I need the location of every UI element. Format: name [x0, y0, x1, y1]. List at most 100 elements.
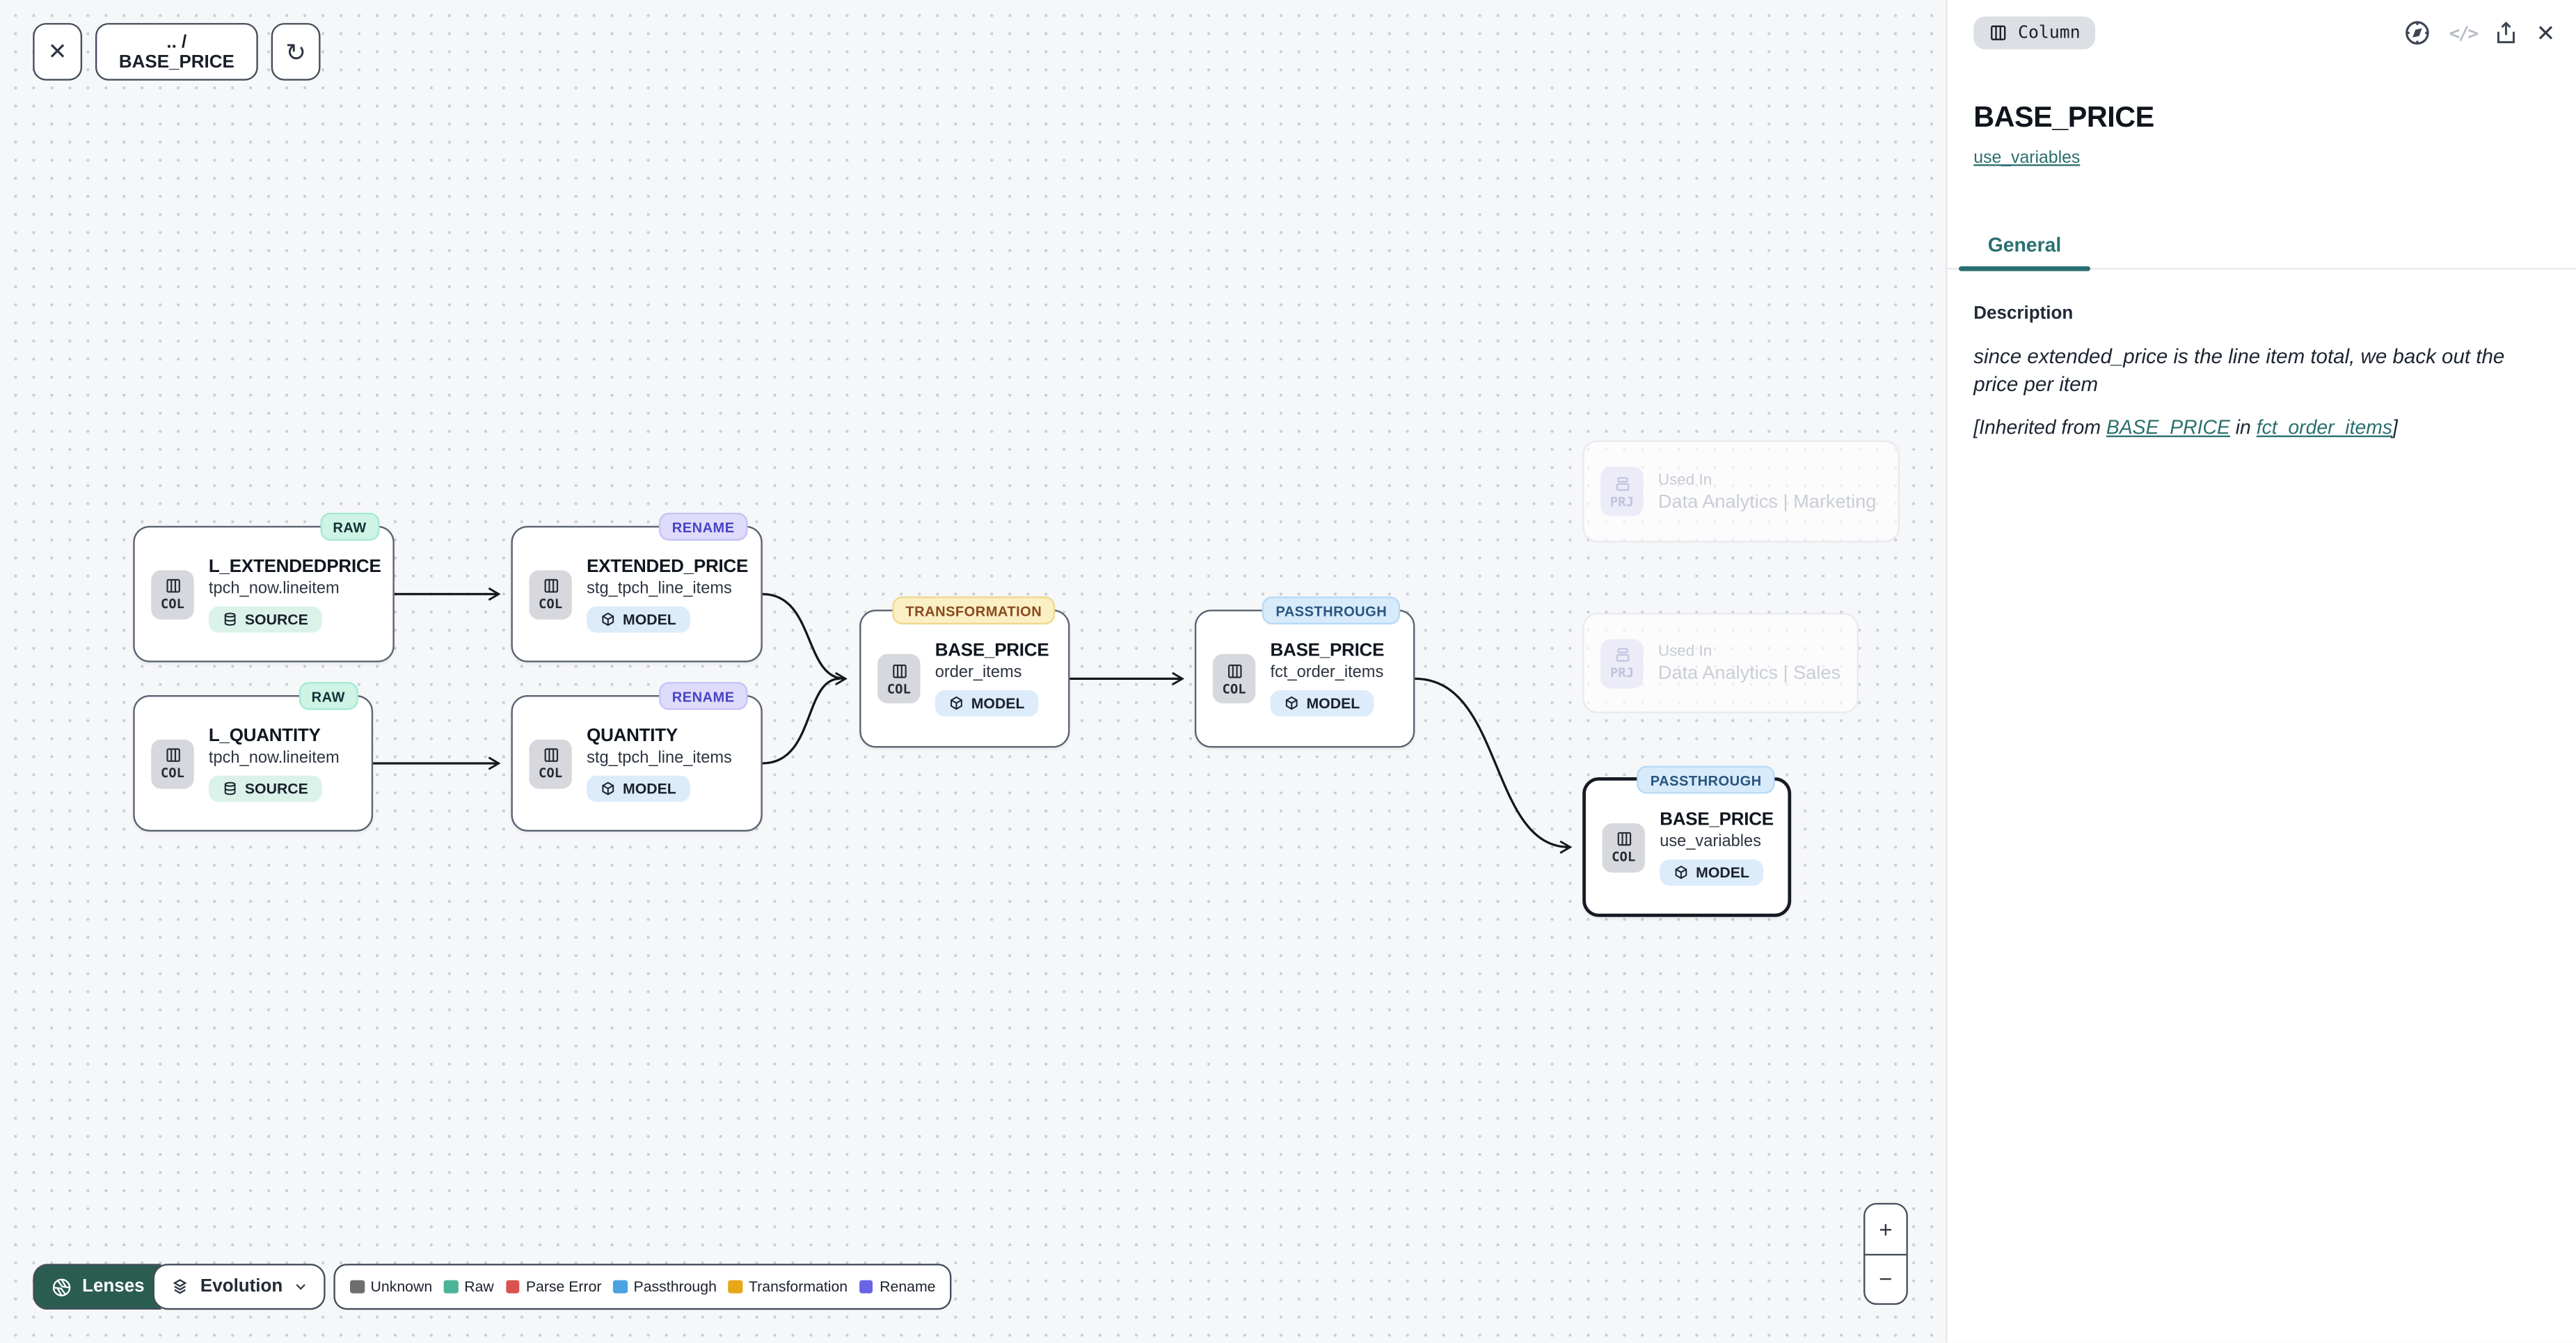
- legend-item-raw: Raw: [443, 1278, 494, 1295]
- description-inherited: [Inherited from BASE_PRICE in fct_order_…: [1973, 415, 2398, 439]
- zoom-out-button[interactable]: −: [1865, 1253, 1907, 1303]
- close-icon: ✕: [47, 38, 67, 65]
- node-title: QUANTITY: [587, 725, 678, 745]
- node-kind-tag: MODEL: [1270, 690, 1374, 717]
- ghost-node-used-in-marketing[interactable]: PRJ Used In Data Analytics | Marketing: [1582, 440, 1900, 543]
- aperture-icon: [52, 1278, 71, 1296]
- column-icon: [1227, 663, 1241, 678]
- node-subtitle: fct_order_items: [1270, 664, 1384, 683]
- legend-item-rename: Rename: [859, 1278, 936, 1295]
- project-chip: PRJ: [1600, 466, 1644, 516]
- column-icon: [1616, 832, 1631, 846]
- database-icon: [224, 612, 236, 626]
- legend-item-passthrough: Passthrough: [613, 1278, 717, 1295]
- ghost-node-label: Used In: [1657, 470, 1712, 489]
- lineage-node-l-quantity[interactable]: RAW COL L_QUANTITY tpch_now.lineitem SOU…: [133, 682, 374, 832]
- zoom-in-button[interactable]: +: [1865, 1205, 1907, 1253]
- column-chip: COL: [877, 653, 921, 704]
- project-chip: PRJ: [1600, 638, 1644, 688]
- ghost-node-name: Data Analytics | Marketing: [1657, 492, 1877, 512]
- column-icon: [892, 663, 906, 678]
- node-title: L_QUANTITY: [208, 725, 321, 745]
- share-icon: [2497, 21, 2515, 44]
- compass-icon: [2406, 21, 2430, 45]
- lineage-node-extended-price[interactable]: RENAME COL EXTENDED_PRICE stg_tpch_line_…: [511, 512, 763, 662]
- cube-icon: [951, 696, 962, 710]
- lineage-node-base-price-order-items[interactable]: TRANSFORMATION COL BASE_PRICE order_item…: [859, 596, 1070, 748]
- lenses-button[interactable]: Lenses: [33, 1264, 161, 1310]
- column-chip: COL: [151, 569, 194, 619]
- column-icon: [166, 748, 180, 762]
- evolution-badge: TRANSFORMATION: [892, 596, 1056, 625]
- close-icon: ✕: [2536, 19, 2556, 45]
- breadcrumb[interactable]: .. / BASE_PRICE: [95, 23, 258, 81]
- legend-swatch: [443, 1280, 458, 1294]
- evolution-badge: RENAME: [658, 682, 748, 710]
- lineage-canvas[interactable]: ✕ .. / BASE_PRICE ↻ PRJ Used In Data Ana…: [0, 0, 1946, 1343]
- ghost-node-used-in-sales[interactable]: PRJ Used In Data Analytics | Sales: [1582, 612, 1859, 713]
- close-lineage-button[interactable]: ✕: [33, 23, 83, 81]
- node-subtitle: tpch_now.lineitem: [208, 748, 340, 767]
- node-subtitle: tpch_now.lineitem: [208, 579, 340, 598]
- legend-item-parse-error: Parse Error: [505, 1278, 601, 1295]
- node-title: EXTENDED_PRICE: [587, 556, 749, 576]
- chevron-down-icon: [296, 1284, 305, 1290]
- column-icon: [543, 579, 557, 593]
- node-subtitle: use_variables: [1660, 832, 1761, 851]
- lenses-control: Lenses Evolution: [33, 1264, 326, 1310]
- page-title: BASE_PRICE: [1973, 100, 2154, 134]
- description-heading: Description: [1973, 303, 2074, 324]
- minus-icon: −: [1879, 1266, 1893, 1292]
- cube-icon: [602, 781, 614, 795]
- lineage-node-l-extendedprice[interactable]: RAW COL L_EXTENDEDPRICE tpch_now.lineite…: [133, 512, 395, 662]
- close-panel-button[interactable]: ✕: [2536, 19, 2556, 47]
- share-button[interactable]: [2493, 19, 2520, 46]
- node-kind-tag: MODEL: [587, 605, 690, 633]
- lineage-node-base-price-fct-order-items[interactable]: PASSTHROUGH COL BASE_PRICE fct_order_ite…: [1194, 596, 1415, 748]
- explore-button[interactable]: [2403, 18, 2433, 48]
- cube-icon: [1675, 864, 1687, 879]
- inherited-column-link[interactable]: BASE_PRICE: [2106, 415, 2230, 439]
- lineage-node-quantity[interactable]: RENAME COL QUANTITY stg_tpch_line_items …: [511, 682, 763, 832]
- project-icon: [1615, 648, 1629, 662]
- evolution-badge: RAW: [298, 682, 358, 710]
- column-icon: [166, 579, 180, 593]
- code-view-button[interactable]: </>: [2449, 22, 2479, 44]
- evolution-legend: Unknown Raw Parse Error Passthrough Tran…: [333, 1264, 953, 1310]
- node-subtitle: stg_tpch_line_items: [587, 579, 732, 598]
- ghost-node-label: Used In: [1657, 642, 1712, 661]
- node-kind-tag: MODEL: [935, 690, 1038, 717]
- column-chip: COL: [529, 738, 572, 788]
- node-title: BASE_PRICE: [935, 641, 1049, 661]
- legend-swatch: [613, 1280, 628, 1294]
- column-chip: COL: [1602, 822, 1645, 872]
- evolution-badge: RAW: [319, 512, 380, 541]
- evolution-badge: PASSTHROUGH: [1262, 596, 1401, 625]
- entity-type-badge: Column: [1973, 16, 2095, 49]
- node-kind-tag: MODEL: [1660, 858, 1763, 885]
- database-icon: [224, 781, 236, 795]
- refresh-button[interactable]: ↻: [271, 23, 321, 81]
- column-chip: COL: [529, 569, 572, 619]
- lineage-node-base-price-use-variables[interactable]: PASSTHROUGH COL BASE_PRICE use_variables…: [1582, 765, 1792, 917]
- legend-swatch: [728, 1280, 742, 1294]
- project-icon: [1615, 476, 1629, 491]
- cube-icon: [602, 612, 614, 626]
- legend-swatch: [350, 1280, 365, 1294]
- tab-general[interactable]: General: [1987, 232, 2062, 256]
- panel-tabs: General: [1947, 218, 2576, 271]
- refresh-icon: ↻: [285, 38, 306, 67]
- column-icon: [1991, 25, 2006, 40]
- model-link[interactable]: use_variables: [1973, 148, 2081, 168]
- layers-icon: [173, 1278, 187, 1294]
- node-subtitle: order_items: [935, 664, 1022, 683]
- cube-icon: [1285, 696, 1298, 710]
- inherited-model-link[interactable]: fct_order_items: [2256, 415, 2393, 439]
- legend-swatch: [859, 1280, 873, 1294]
- evolution-badge: PASSTHROUGH: [1637, 765, 1775, 794]
- column-chip: COL: [151, 738, 194, 788]
- legend-swatch: [505, 1280, 520, 1294]
- lens-mode-dropdown[interactable]: Evolution: [152, 1264, 326, 1310]
- zoom-control: + −: [1863, 1202, 1908, 1305]
- active-tab-indicator: [1959, 265, 2090, 271]
